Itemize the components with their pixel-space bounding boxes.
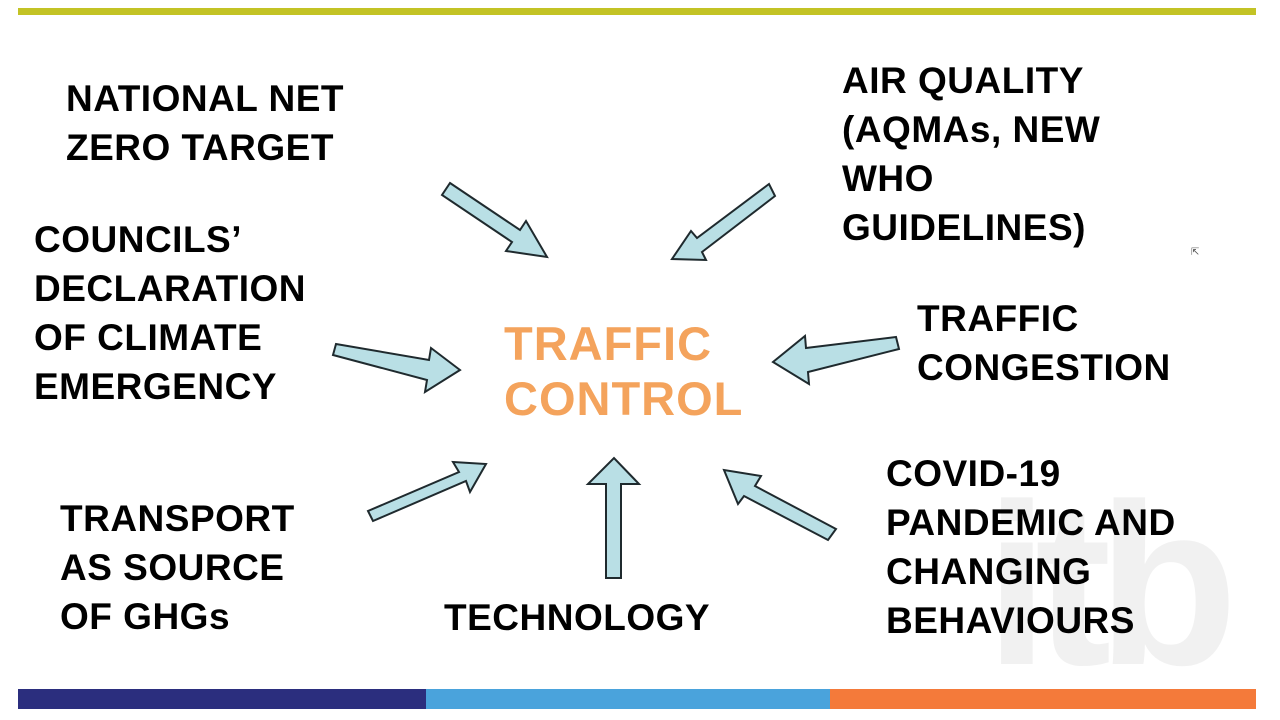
center-traffic-control: TRAFFIC CONTROL xyxy=(504,317,744,425)
mouse-cursor-icon: ⇱ xyxy=(1191,247,1200,258)
arrow-climate-emergency xyxy=(331,342,462,395)
bottom-bar-blue xyxy=(426,689,830,709)
factor-national-net-zero: NATIONAL NET ZERO TARGET xyxy=(66,78,345,168)
factor-transport-ghg: TRANSPORT AS SOURCE OF GHGs xyxy=(60,498,295,637)
factor-air-quality: AIR QUALITY (AQMAs, NEW WHO GUIDELINES) xyxy=(842,60,1101,248)
arrow-air-quality xyxy=(670,182,777,262)
arrow-transport-ghg xyxy=(366,460,488,523)
arrow-technology xyxy=(585,456,642,579)
factor-traffic-congestion: TRAFFIC CONGESTION xyxy=(917,298,1171,388)
factor-climate-emergency: COUNCILS’ DECLARATION OF CLIMATE EMERGEN… xyxy=(34,219,307,407)
itb-logo-watermark: itb xyxy=(985,456,1238,713)
arrow-covid xyxy=(722,468,838,542)
bottom-bar-navy xyxy=(18,689,426,709)
arrow-congestion xyxy=(771,334,901,386)
arrow-net-zero xyxy=(440,181,549,259)
bottom-bar-orange xyxy=(830,689,1256,709)
factor-covid: COVID-19 PANDEMIC AND CHANGING BEHAVIOUR… xyxy=(886,453,1176,641)
factor-technology: TECHNOLOGY xyxy=(444,597,711,638)
top-accent-bar xyxy=(18,8,1256,15)
